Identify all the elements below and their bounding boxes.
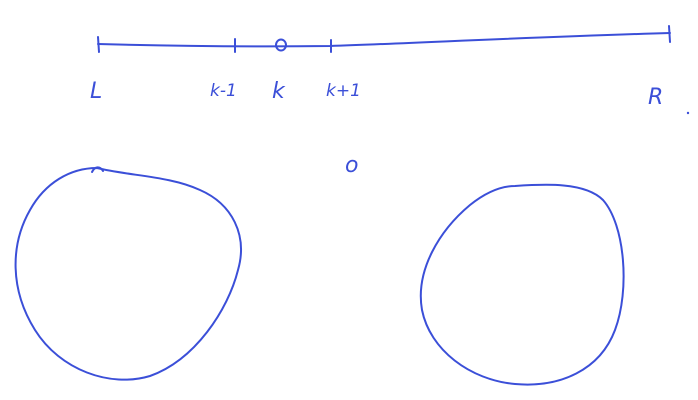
label-left: L bbox=[90, 79, 102, 104]
tick-left bbox=[97, 36, 100, 53]
label-right: R bbox=[648, 85, 663, 110]
right-circle bbox=[419, 183, 625, 386]
label-k-minus-1: k-1 bbox=[210, 81, 237, 101]
point-k-marker bbox=[275, 38, 287, 52]
number-line: L k-1 k k+1 R bbox=[90, 25, 671, 110]
label-k-plus-1: k+1 bbox=[326, 81, 361, 101]
tick-right bbox=[668, 25, 671, 43]
left-circle-hook bbox=[91, 166, 104, 173]
center-mark: o bbox=[345, 153, 358, 178]
number-line-axis bbox=[97, 32, 671, 48]
label-k: k bbox=[272, 79, 286, 104]
left-circle bbox=[14, 167, 242, 381]
stray-dot bbox=[686, 111, 690, 115]
